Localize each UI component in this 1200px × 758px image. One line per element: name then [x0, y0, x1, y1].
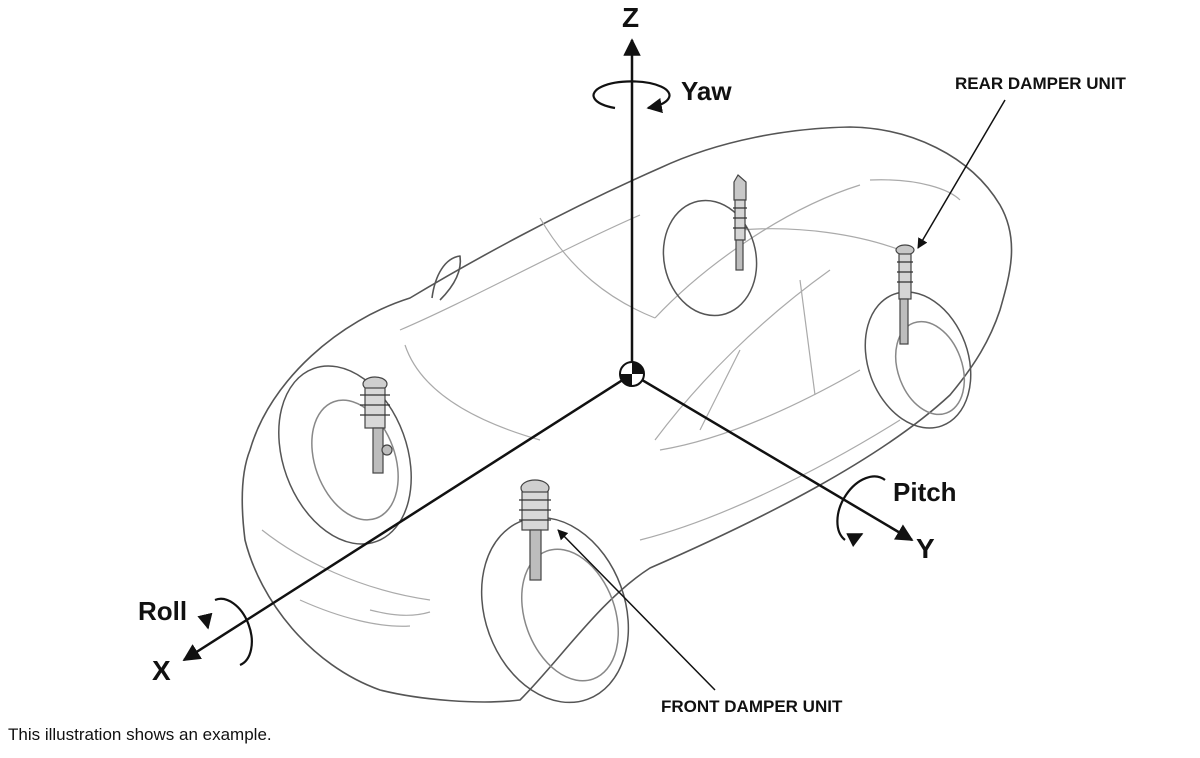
roll-label: Roll [138, 596, 188, 626]
rear-left-wheel [662, 199, 758, 317]
z-axis-label: Z [622, 2, 640, 33]
pitch-rotation-arrow [836, 475, 886, 548]
rear-left-damper-unit [733, 174, 747, 271]
y-axis-label: Y [916, 533, 935, 564]
rear-damper-unit-label: REAR DAMPER UNIT [955, 74, 1126, 93]
center-of-gravity-icon [619, 361, 645, 387]
x-axis-label: X [152, 655, 171, 686]
front-left-wheel [278, 365, 412, 545]
yaw-label: Yaw [681, 76, 732, 106]
front-right-wheel [480, 516, 630, 704]
yaw-rotation-arrow [592, 80, 671, 114]
front-damper-unit-label: FRONT DAMPER UNIT [661, 697, 843, 716]
rear-right-wheel [864, 291, 972, 429]
car-detail-lines [261, 179, 961, 627]
coordinate-axes [182, 38, 914, 662]
rear-right-damper-unit [895, 244, 915, 345]
front-left-damper-unit [360, 376, 393, 474]
rear-damper-leader [917, 99, 1006, 249]
front-right-damper-unit [519, 479, 551, 581]
y-axis [631, 372, 914, 542]
roll-rotation-arrow [197, 597, 253, 667]
x-axis [182, 372, 633, 662]
pitch-label: Pitch [893, 477, 957, 507]
car-body-outline [241, 126, 1013, 703]
front-damper-leader [557, 529, 716, 691]
illustration-note: This illustration shows an example. [8, 725, 272, 744]
callout-leader-lines [557, 99, 1006, 691]
